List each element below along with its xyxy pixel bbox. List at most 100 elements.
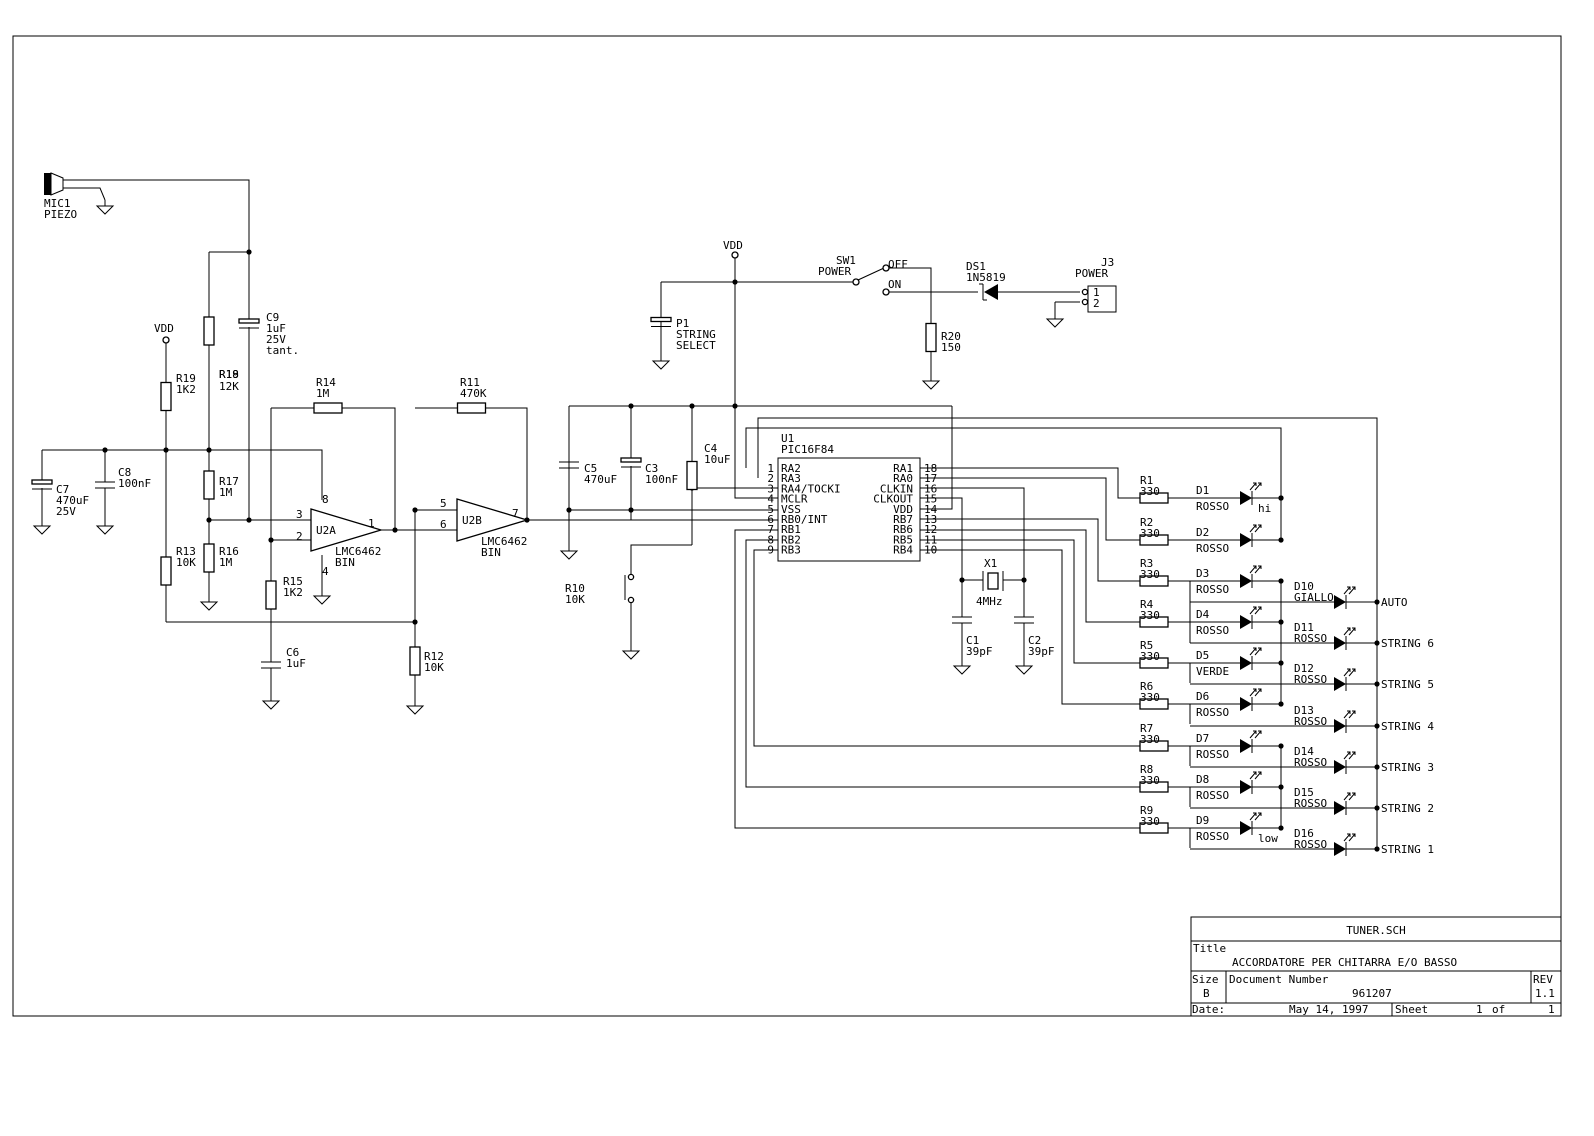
led-arrows — [1347, 586, 1356, 590]
pin-name: RA1 — [893, 462, 913, 475]
value-u1: PIC16F84 — [781, 443, 834, 456]
led-arrows — [1343, 586, 1356, 595]
docnum-value: 961207 — [1352, 987, 1392, 1000]
c9-voltage: 25V — [266, 333, 286, 346]
pin-name: RA0 — [893, 472, 913, 485]
components — [12, 35, 1562, 1017]
led-arrows — [1253, 771, 1262, 775]
capacitor-plate — [650, 316, 672, 323]
ref-sw1: SW1 — [836, 254, 856, 267]
resistor — [1139, 781, 1169, 793]
led-arrows — [1343, 833, 1356, 842]
size-label: Size — [1192, 973, 1219, 986]
pin-number: 11 — [924, 533, 937, 546]
wire — [920, 518, 1140, 582]
led-arrows — [1249, 812, 1262, 821]
wire — [745, 427, 1282, 540]
ground-symbol — [952, 665, 972, 675]
led-arrows — [1249, 688, 1262, 697]
vdd-label: VDD — [154, 322, 174, 335]
led-diode — [1240, 533, 1252, 547]
ref-d6: D6 — [1196, 690, 1209, 703]
ref-c4: C3 — [645, 462, 658, 475]
color-d9: ROSSO — [1196, 830, 1229, 843]
pin-number: 7 — [767, 523, 774, 536]
value-r9: 330 — [1140, 815, 1160, 828]
wire — [745, 539, 1140, 788]
junction-dot — [628, 507, 634, 513]
wire — [920, 487, 1025, 580]
title-filename: TUNER.SCH — [1346, 924, 1406, 937]
ref-c7: C7 — [56, 483, 69, 496]
value-r19: 1K2 — [176, 383, 196, 396]
led-arrows — [1249, 606, 1262, 615]
led-arrows — [1249, 482, 1262, 491]
rev-value: 1.1 — [1535, 987, 1555, 1000]
wire — [920, 529, 1140, 623]
ref-r8: R8 — [1140, 763, 1153, 776]
ref-r9: R9 — [1140, 804, 1153, 817]
led-arrows — [1249, 771, 1262, 780]
value-sw1: POWER — [818, 265, 851, 278]
ref-d16: D16 — [1294, 827, 1314, 840]
led-arrows — [1343, 792, 1356, 801]
u2a-pin4: 4 — [322, 565, 329, 578]
u2a-bin: BIN — [335, 556, 355, 569]
value-r20: 150 — [941, 341, 961, 354]
value-c6: 1uF — [286, 657, 306, 670]
pin-name: RA3 — [781, 472, 801, 485]
value-r7: 330 — [1140, 733, 1160, 746]
resistor — [1139, 698, 1169, 710]
value-r2: 330 — [1140, 527, 1160, 540]
wire — [42, 449, 323, 500]
resistor — [313, 402, 343, 414]
ref-r15: R15 — [283, 575, 303, 588]
color-d3: ROSSO — [1196, 583, 1229, 596]
color-d7: ROSSO — [1196, 748, 1229, 761]
color-d5: VERDE — [1196, 665, 1229, 678]
led-arrows — [1253, 565, 1262, 569]
color-d11: ROSSO — [1294, 632, 1327, 645]
pin-number: 10 — [924, 544, 937, 557]
pin-name: RA2 — [781, 462, 801, 475]
led-arrows — [1347, 751, 1356, 755]
ref-c8: C8 — [118, 466, 131, 479]
switch-lever — [857, 267, 885, 281]
value-r16: 1M — [219, 556, 233, 569]
sw1-off: OFF — [888, 258, 908, 271]
ref-r19-b: R19 — [176, 372, 196, 385]
ref-d10: D10 — [1294, 580, 1314, 593]
ground-symbol — [32, 525, 52, 535]
title-block-frame — [1190, 916, 1562, 1017]
junction-dot — [732, 403, 738, 409]
ref-d15: D15 — [1294, 786, 1314, 799]
mic-horn — [50, 172, 64, 196]
led-diode — [1240, 739, 1252, 753]
value-r11: 470K — [460, 387, 487, 400]
labels: MIC1PIEZOR19R1812KC91uF25Vtant.VDDR191K2… — [44, 197, 1555, 1016]
opamp-body — [310, 508, 384, 552]
connector-j3 — [1087, 285, 1117, 313]
u2a-pin8: 8 — [322, 493, 329, 506]
wire — [63, 187, 106, 201]
ic-u1 — [777, 457, 921, 562]
value-c5: STRING — [676, 328, 716, 341]
resistor — [1139, 822, 1169, 834]
ref-d2: D2 — [1196, 526, 1209, 539]
note-d1: hi — [1258, 502, 1271, 515]
ref-d9: D9 — [1196, 814, 1209, 827]
led-diode — [1240, 656, 1252, 670]
pin-number: 9 — [767, 544, 774, 557]
ref-r1: R1 — [1140, 474, 1153, 487]
pin-number: 6 — [767, 513, 774, 526]
junction-dot — [1278, 495, 1284, 501]
note-d9: low — [1258, 832, 1278, 845]
switch-contact — [882, 288, 890, 296]
ground-symbol — [199, 601, 219, 611]
vdd-label-top: VDD — [723, 239, 743, 252]
switch-contact — [882, 264, 890, 272]
resistor — [1139, 616, 1169, 628]
docnum-label: Document Number — [1229, 973, 1329, 986]
ref-d11: D11 — [1294, 621, 1314, 634]
